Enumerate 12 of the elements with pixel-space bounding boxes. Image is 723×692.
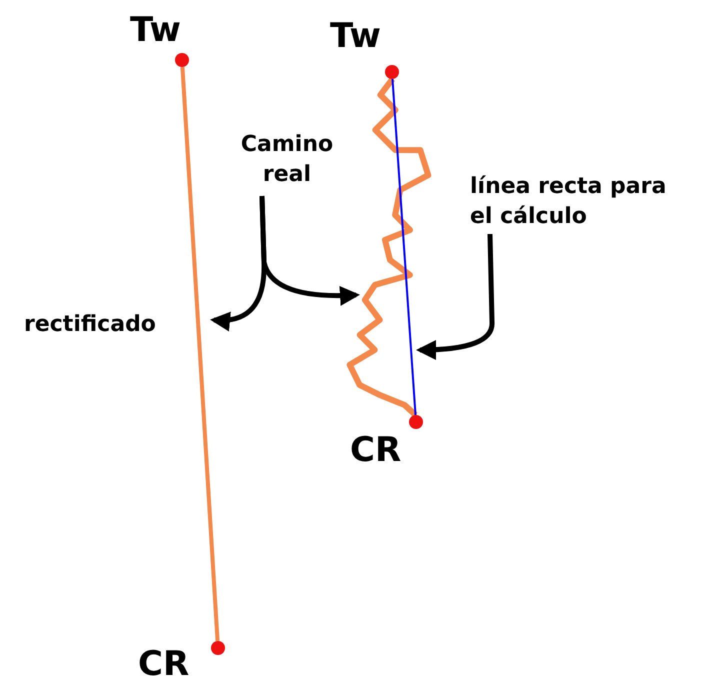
point-label: Tw — [330, 18, 381, 54]
callout-text: línea recta para el cálculo — [470, 173, 668, 231]
callout-text: Camino real — [240, 131, 334, 189]
path-line — [180, 66, 220, 642]
point-label: CR — [138, 646, 190, 682]
point-label: Tw — [130, 12, 181, 48]
path-line — [346, 77, 432, 418]
path-line — [391, 78, 417, 416]
part-label: rectificado — [24, 311, 156, 339]
leader-arrow — [416, 234, 494, 360]
leader-arrow — [260, 196, 360, 306]
point-label: CR — [350, 432, 402, 468]
